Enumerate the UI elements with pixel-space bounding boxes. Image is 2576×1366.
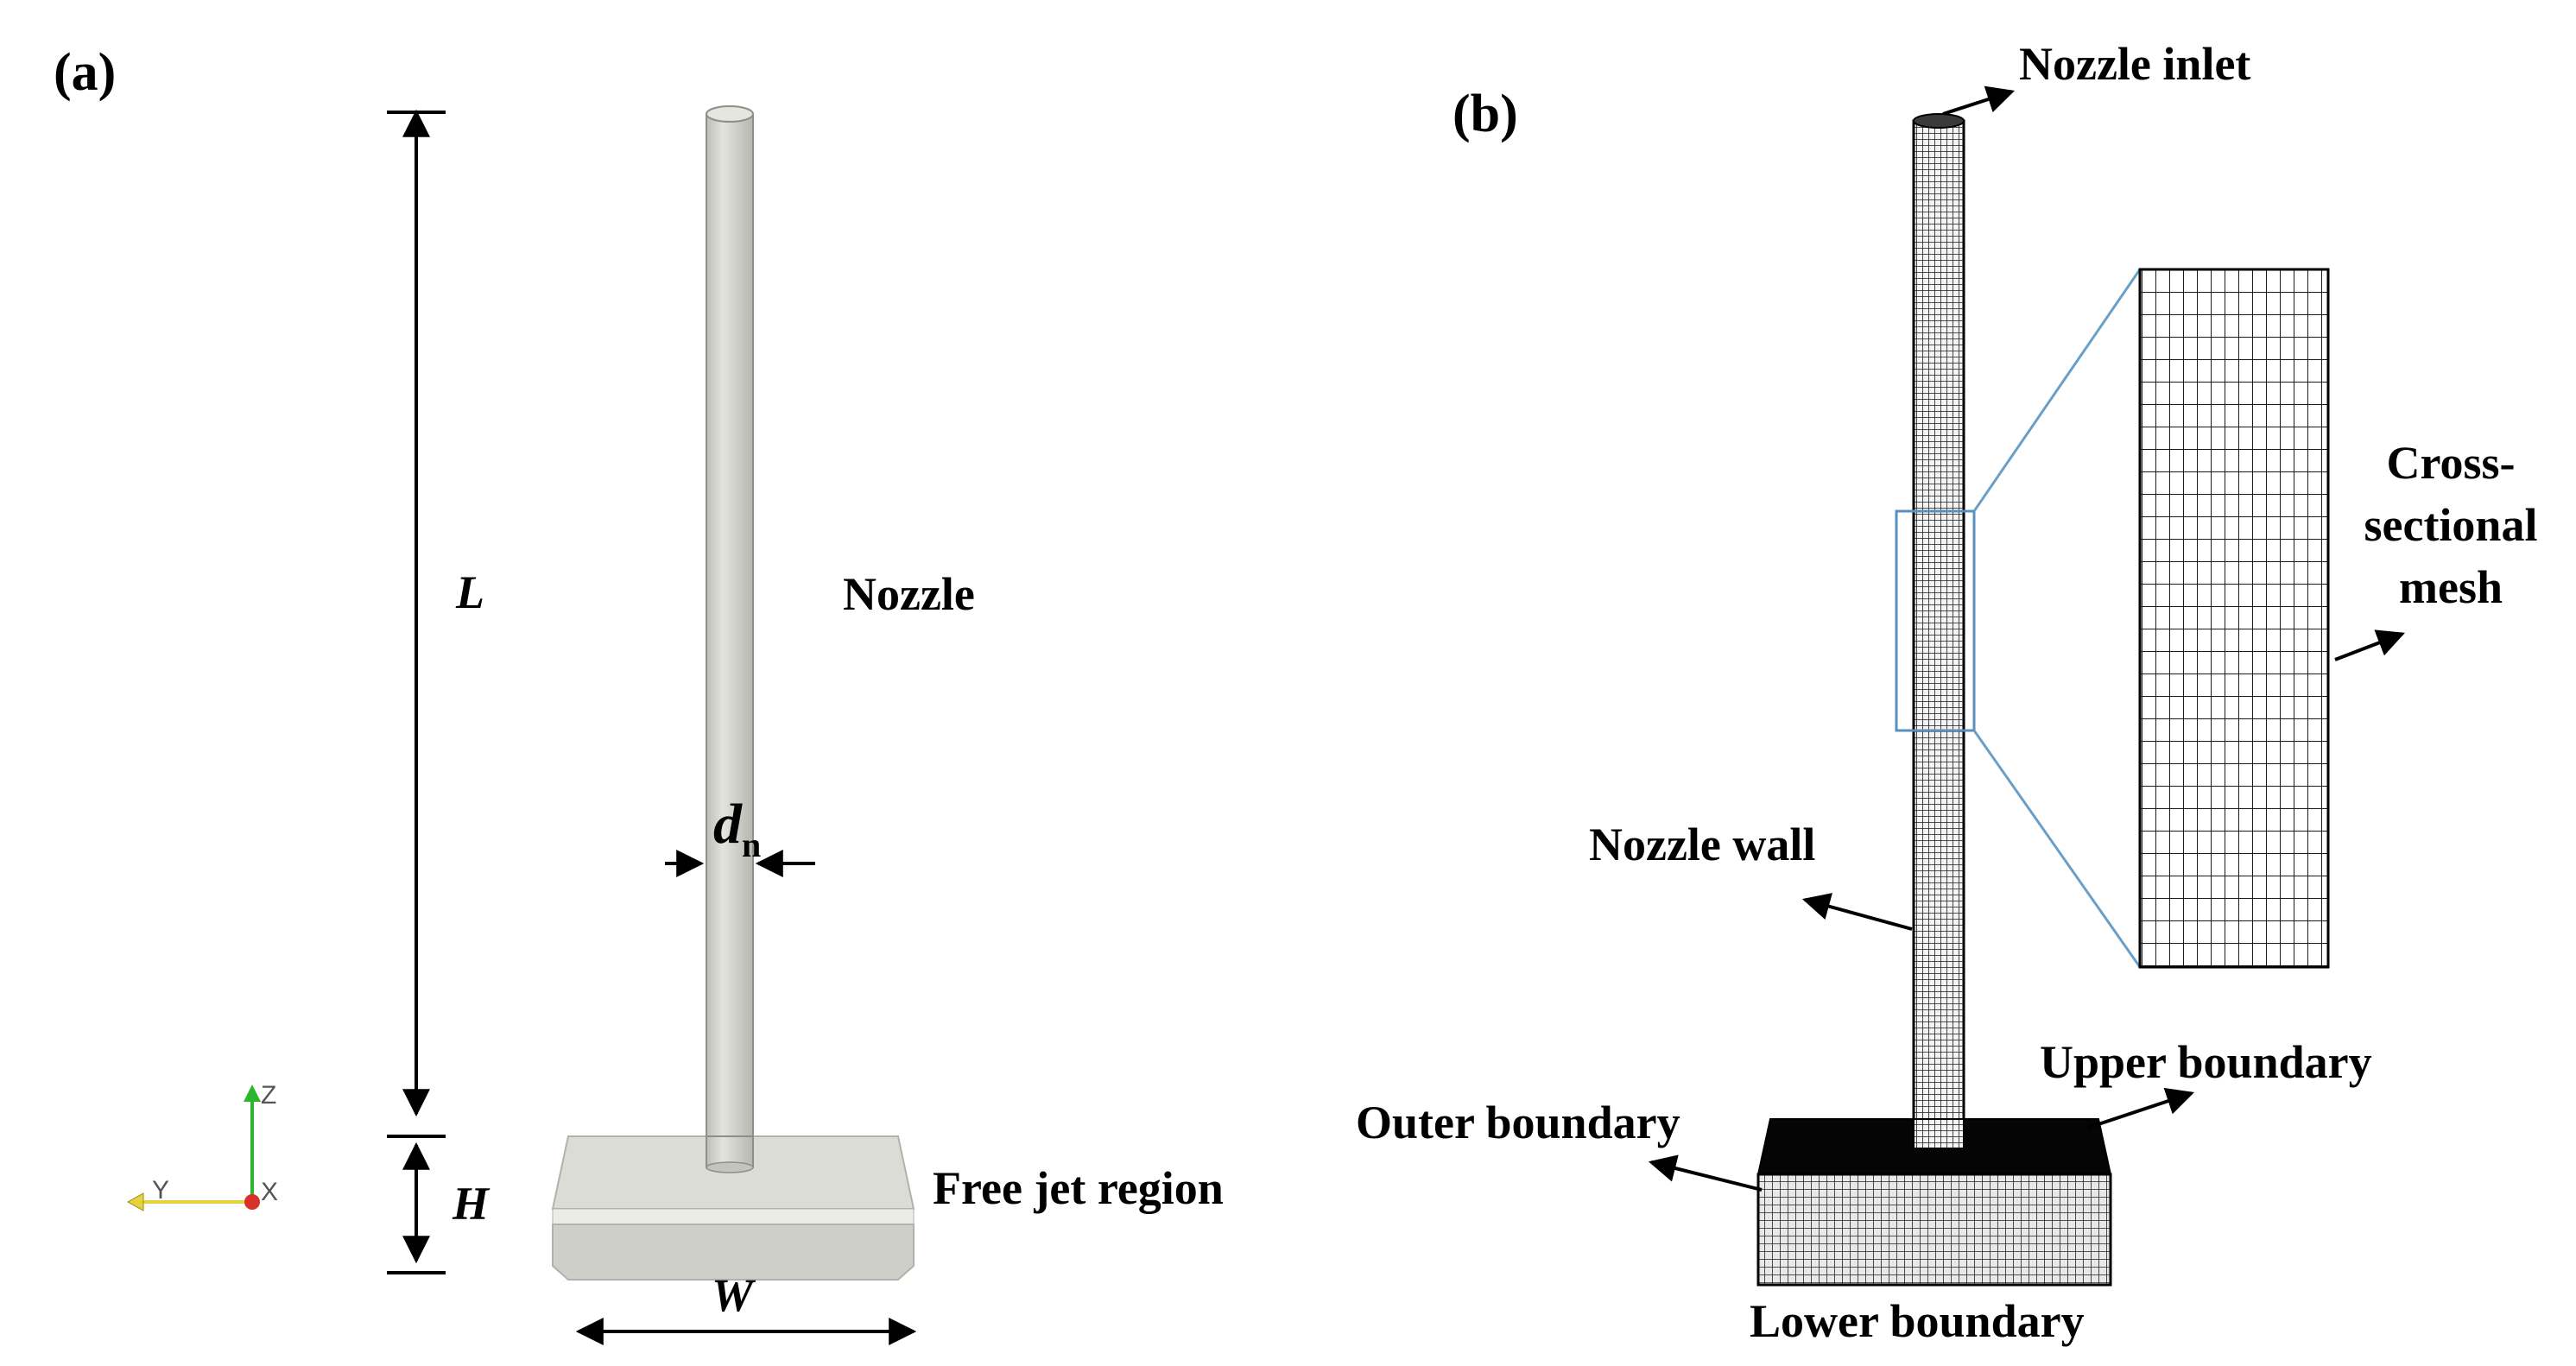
y-axis-label: Y	[152, 1176, 169, 1205]
z-axis-label: Z	[261, 1081, 276, 1110]
cross-section-label-line3: mesh	[2399, 561, 2503, 613]
panel-b-label: (b)	[1453, 85, 1518, 143]
x-axis-label: X	[261, 1178, 278, 1206]
free-jet-region-block	[551, 1135, 915, 1281]
nozzle-inlet-label: Nozzle inlet	[2019, 38, 2250, 90]
nozzle-pipe	[706, 113, 754, 1168]
panel-a-label: (a)	[54, 43, 116, 102]
width-symbol: W	[712, 1269, 756, 1321]
nozzle-top-cap	[706, 105, 754, 123]
upper-boundary-label: Upper boundary	[2040, 1036, 2372, 1088]
x-axis-origin-dot	[244, 1194, 260, 1210]
nozzle-inlet-arrow	[1942, 85, 2016, 116]
diameter-symbol: dn	[713, 793, 761, 864]
nozzle-wall-label: Nozzle wall	[1589, 819, 1815, 870]
outer-boundary-label: Outer boundary	[1356, 1097, 1680, 1148]
meshed-nozzle	[1912, 119, 1965, 1150]
length-symbol: L	[455, 566, 484, 618]
xyz-axis-triad-icon: Z Y X	[126, 1081, 278, 1211]
meshed-nozzle-top	[1913, 113, 1965, 129]
panel-b: (b) Nozzle inlet Cross- sectional mesh N…	[1356, 38, 2537, 1347]
upper-boundary-arrow	[2087, 1087, 2195, 1129]
free-jet-region-label: Free jet region	[933, 1162, 1224, 1214]
zoom-line-top	[1972, 269, 2142, 512]
cross-section-label-line2: sectional	[2364, 499, 2538, 551]
nozzle-wall-arrow	[1801, 893, 1913, 931]
y-axis-arrowhead	[126, 1192, 144, 1211]
cross-section-arrow	[2334, 629, 2405, 661]
lower-boundary-label: Lower boundary	[1750, 1295, 2085, 1347]
outer-boundary-arrow	[1648, 1154, 1763, 1192]
meshed-domain-block	[1756, 1118, 2112, 1287]
cross-sectional-mesh-zoom	[2138, 268, 2330, 969]
panel-a: (a) L H Nozzle dn Free jet region	[54, 43, 1224, 1345]
height-symbol: H	[452, 1178, 491, 1230]
z-axis-arrowhead	[244, 1085, 261, 1102]
zoom-line-bottom	[1972, 730, 2142, 968]
cross-section-label-line1: Cross-	[2386, 437, 2515, 489]
nozzle-label: Nozzle	[843, 568, 975, 620]
zoom-region-box	[1895, 509, 1976, 732]
